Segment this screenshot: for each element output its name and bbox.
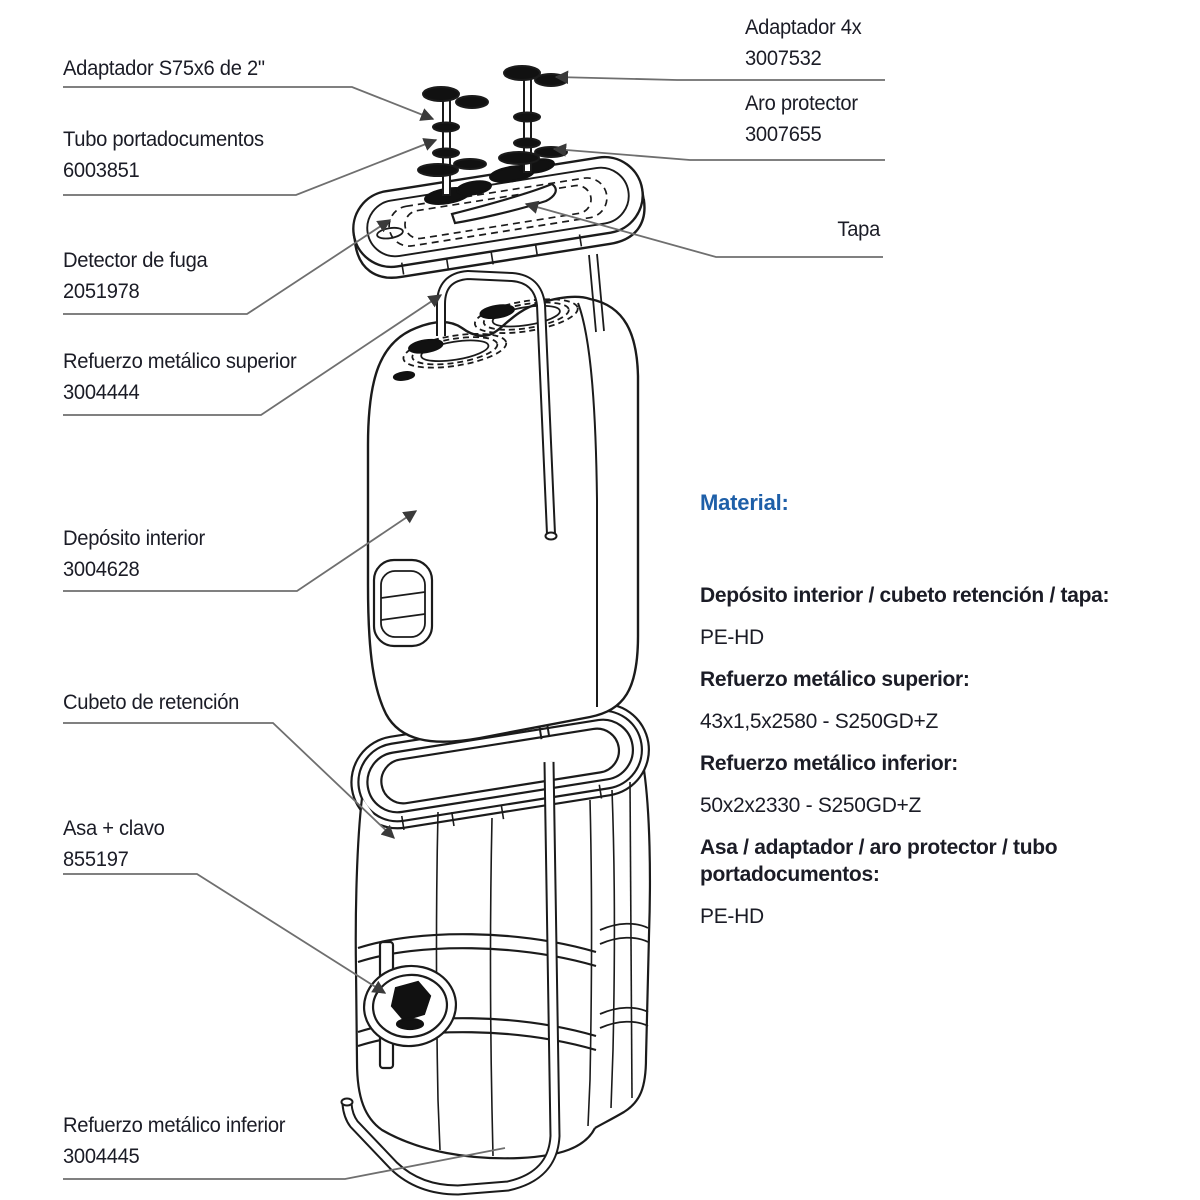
tank-drawing — [366, 295, 640, 743]
material-section: Material: Depósito interior / cubeto ret… — [700, 490, 1130, 945]
material-row: Refuerzo metálico superior: — [700, 668, 970, 691]
label-text: Aro protector — [745, 92, 858, 115]
lower-frame-drawing — [340, 761, 561, 1196]
leader-refuerzo-superior — [63, 294, 443, 416]
material-row: PE-HD — [700, 626, 764, 649]
leader-lines — [63, 70, 885, 1180]
label-part-number: 3007532 — [745, 47, 822, 70]
label-aro-protector: Aro protector 3007655 — [745, 88, 858, 150]
label-deposito-interior: Depósito interior 3004628 — [63, 523, 205, 585]
label-tapa: Tapa — [707, 214, 880, 245]
label-part-number: 6003851 — [63, 159, 140, 182]
leader-asa-clavo — [63, 873, 387, 994]
label-adaptador-4x: Adaptador 4x 3007532 — [745, 12, 862, 74]
cubeto-drawing — [350, 702, 652, 1160]
label-text: Adaptador 4x — [745, 16, 862, 39]
material-heading: Material: — [700, 490, 789, 515]
label-cubeto-retencion: Cubeto de retención — [63, 687, 239, 718]
label-text: Adaptador S75x6 de 2" — [63, 57, 265, 80]
leader-detector-fuga — [63, 219, 392, 315]
label-refuerzo-superior: Refuerzo metálico superior 3004444 — [63, 346, 297, 408]
label-tubo-portadocumentos: Tubo portadocumentos 6003851 — [63, 124, 264, 186]
leader-adaptador-4x — [554, 70, 885, 85]
asa-drawing — [362, 964, 458, 1048]
material-row: Depósito interior / cubeto retención / t… — [700, 584, 1110, 607]
material-row: Refuerzo metálico inferior: — [700, 752, 958, 775]
label-text: Asa + clavo — [63, 817, 165, 840]
material-row: PE-HD — [700, 905, 764, 928]
label-part-number: 3007655 — [745, 123, 822, 146]
adaptadores-drawing — [417, 65, 568, 196]
label-text: Detector de fuga — [63, 249, 208, 272]
label-refuerzo-inferior: Refuerzo metálico inferior 3004445 — [63, 1110, 285, 1172]
label-detector-fuga: Detector de fuga 2051978 — [63, 245, 208, 307]
material-row: 43x1,5x2580 - S250GD+Z — [700, 710, 938, 733]
leader-adaptador-s75 — [63, 86, 435, 121]
leader-refuerzo-inferior — [63, 1147, 506, 1180]
upper-frame-drawing — [436, 269, 558, 541]
label-part-number: 2051978 — [63, 280, 140, 303]
label-part-number: 3004628 — [63, 558, 140, 581]
leader-cubeto — [63, 722, 395, 839]
leader-tapa — [524, 200, 883, 258]
leader-tubo-portadocumentos — [63, 138, 438, 196]
tapa-drawing — [352, 155, 646, 333]
leader-deposito-interior — [63, 510, 418, 592]
label-asa-clavo: Asa + clavo 855197 — [63, 813, 165, 875]
label-text: Tapa — [837, 218, 880, 241]
label-text: Tubo portadocumentos — [63, 128, 264, 151]
label-adaptador-s75: Adaptador S75x6 de 2" — [63, 53, 265, 84]
material-row: Asa / adaptador / aro protector / tubo p… — [700, 836, 1058, 886]
label-text: Refuerzo metálico superior — [63, 350, 297, 373]
label-text: Depósito interior — [63, 527, 205, 550]
leader-aro-protector — [552, 143, 885, 161]
label-part-number: 3004445 — [63, 1145, 140, 1168]
label-part-number: 855197 — [63, 848, 129, 871]
label-text: Refuerzo metálico inferior — [63, 1114, 286, 1137]
label-part-number: 3004444 — [63, 381, 140, 404]
label-text: Cubeto de retención — [63, 691, 240, 714]
material-row: 50x2x2330 - S250GD+Z — [700, 794, 922, 817]
